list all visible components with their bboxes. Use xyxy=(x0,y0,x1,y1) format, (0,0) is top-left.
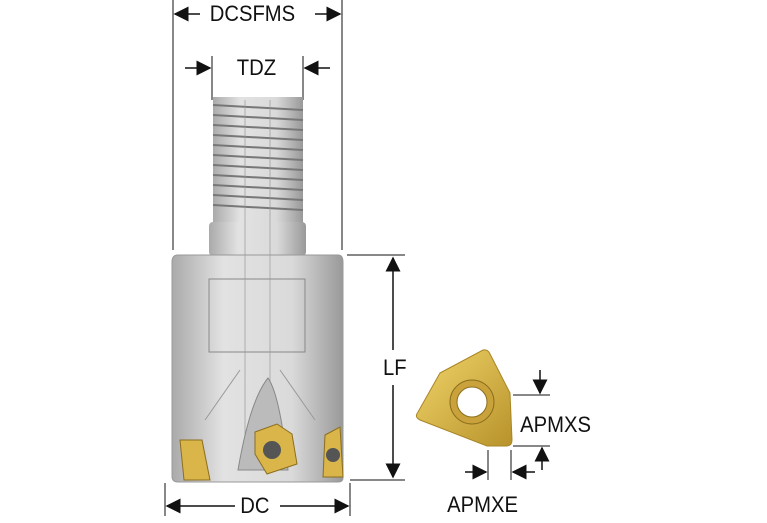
insert xyxy=(415,349,513,447)
apmxs-dimension xyxy=(513,370,550,470)
apmxe-label: APMXE xyxy=(445,492,520,517)
dc-label: DC xyxy=(238,493,272,518)
tdz-dimension xyxy=(185,56,330,100)
lf-label: LF xyxy=(381,355,409,380)
cutter-body xyxy=(171,100,344,483)
apmxe-dimension xyxy=(465,450,535,480)
apmxs-label: APMXS xyxy=(518,412,593,437)
tdz-label: TDZ xyxy=(234,55,278,80)
dcsfms-dimension xyxy=(172,0,343,250)
threaded-shank xyxy=(209,97,306,256)
dcsfms-label: DCSFMS xyxy=(207,1,298,26)
dc-dimension xyxy=(164,483,351,516)
lf-dimension xyxy=(347,254,405,481)
